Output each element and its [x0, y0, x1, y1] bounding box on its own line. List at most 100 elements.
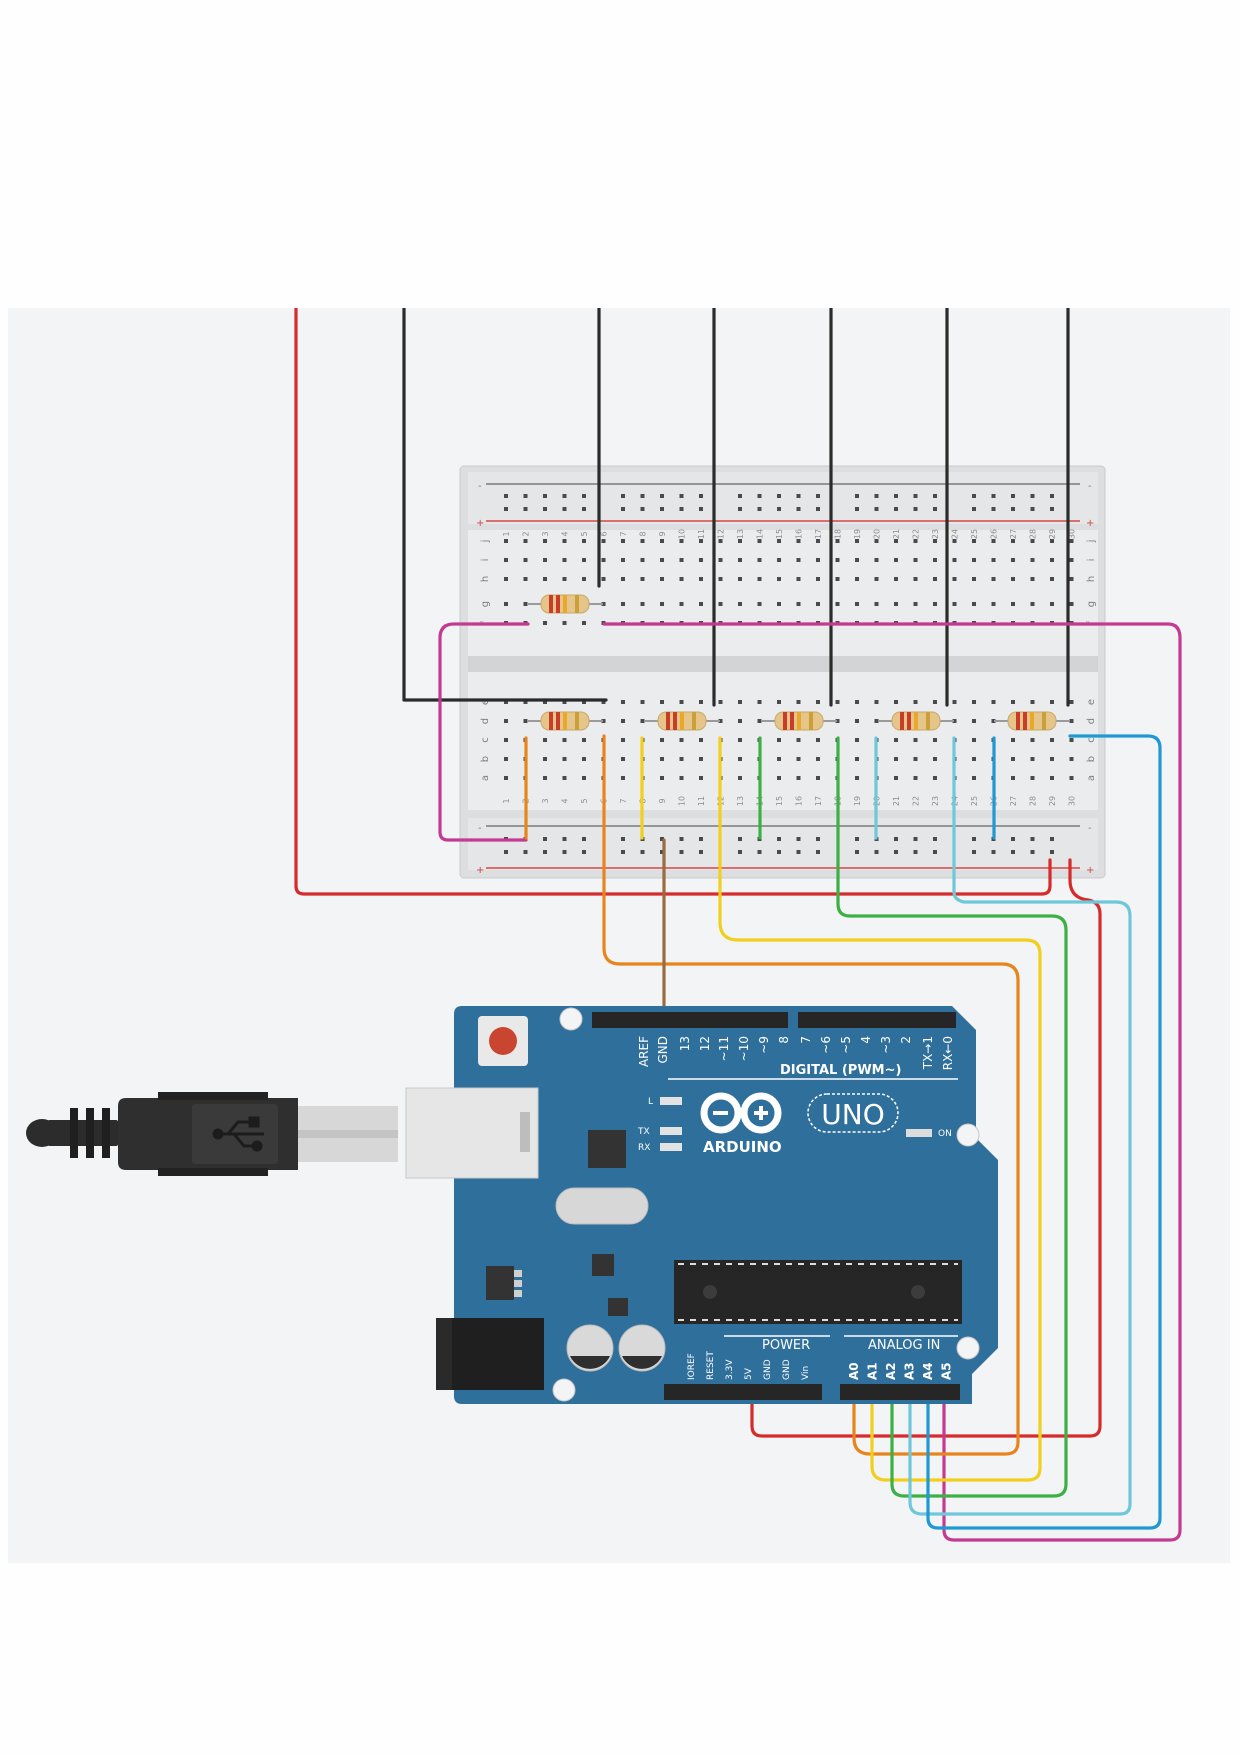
rail-hole[interactable]: [543, 507, 547, 511]
breadboard-hole[interactable]: [952, 602, 957, 606]
breadboard-hole[interactable]: [1069, 719, 1074, 723]
breadboard-hole[interactable]: [699, 738, 703, 742]
rail-hole[interactable]: [1050, 494, 1054, 498]
rail-hole[interactable]: [913, 850, 918, 854]
breadboard-hole[interactable]: [523, 539, 528, 543]
breadboard-hole[interactable]: [855, 558, 859, 562]
breadboard-hole[interactable]: [582, 577, 586, 581]
rail-hole[interactable]: [913, 837, 918, 841]
breadboard-hole[interactable]: [972, 558, 976, 562]
resistor[interactable]: [527, 594, 603, 614]
rail-hole[interactable]: [777, 837, 781, 841]
breadboard-hole[interactable]: [660, 539, 664, 543]
breadboard-hole[interactable]: [835, 700, 840, 704]
breadboard-hole[interactable]: [1069, 539, 1074, 543]
resistor[interactable]: [527, 711, 603, 731]
breadboard-hole[interactable]: [816, 577, 820, 581]
breadboard-hole[interactable]: [523, 558, 528, 562]
breadboard-hole[interactable]: [933, 602, 937, 606]
rail-hole[interactable]: [640, 494, 645, 498]
rail-hole[interactable]: [562, 507, 567, 511]
rail-hole[interactable]: [972, 494, 976, 498]
usb-b-port[interactable]: [405, 1087, 539, 1179]
breadboard-hole[interactable]: [972, 700, 976, 704]
breadboard-hole[interactable]: [699, 757, 703, 761]
breadboard-hole[interactable]: [523, 719, 528, 723]
rail-hole[interactable]: [913, 507, 918, 511]
rail-hole[interactable]: [660, 494, 664, 498]
breadboard-hole[interactable]: [621, 757, 625, 761]
breadboard-hole[interactable]: [621, 738, 625, 742]
breadboard-hole[interactable]: [991, 558, 996, 562]
rail-hole[interactable]: [543, 850, 547, 854]
rail-hole[interactable]: [504, 850, 508, 854]
breadboard-hole[interactable]: [582, 621, 586, 625]
breadboard-hole[interactable]: [640, 558, 645, 562]
breadboard-hole[interactable]: [913, 776, 918, 780]
breadboard-hole[interactable]: [1030, 577, 1035, 581]
breadboard-hole[interactable]: [738, 602, 742, 606]
breadboard-hole[interactable]: [679, 700, 684, 704]
breadboard-hole[interactable]: [991, 719, 996, 723]
breadboard-hole[interactable]: [855, 719, 859, 723]
breadboard-hole[interactable]: [1030, 558, 1035, 562]
rail-hole[interactable]: [738, 850, 742, 854]
rail-hole[interactable]: [621, 837, 625, 841]
breadboard-hole[interactable]: [679, 539, 684, 543]
rail-hole[interactable]: [991, 850, 996, 854]
breadboard-hole[interactable]: [640, 539, 645, 543]
rail-hole[interactable]: [562, 850, 567, 854]
breadboard-hole[interactable]: [699, 558, 703, 562]
rail-hole[interactable]: [699, 850, 703, 854]
breadboard-hole[interactable]: [1011, 577, 1015, 581]
breadboard-hole[interactable]: [1069, 558, 1074, 562]
rail-hole[interactable]: [738, 837, 742, 841]
breadboard-hole[interactable]: [874, 558, 879, 562]
breadboard-hole[interactable]: [1050, 558, 1054, 562]
breadboard-hole[interactable]: [543, 776, 547, 780]
breadboard-hole[interactable]: [660, 577, 664, 581]
rail-hole[interactable]: [777, 850, 781, 854]
breadboard-hole[interactable]: [874, 602, 879, 606]
breadboard-hole[interactable]: [1050, 776, 1054, 780]
rail-hole[interactable]: [523, 850, 528, 854]
digital-header-right[interactable]: [798, 1012, 956, 1028]
rail-hole[interactable]: [562, 837, 567, 841]
wire-lightblue-to-a3[interactable]: [908, 736, 1132, 1516]
breadboard-hole[interactable]: [855, 539, 859, 543]
breadboard-hole[interactable]: [874, 539, 879, 543]
rail-hole[interactable]: [933, 850, 937, 854]
rail-hole[interactable]: [913, 494, 918, 498]
breadboard-hole[interactable]: [582, 776, 586, 780]
power-header[interactable]: [664, 1384, 822, 1400]
breadboard-hole[interactable]: [816, 776, 820, 780]
breadboard-hole[interactable]: [952, 719, 957, 723]
rail-hole[interactable]: [562, 494, 567, 498]
wire-orange-to-a0[interactable]: [602, 734, 1020, 1456]
rail-hole[interactable]: [1050, 837, 1054, 841]
rail-hole[interactable]: [738, 494, 742, 498]
reset-button-cap[interactable]: [489, 1027, 517, 1055]
breadboard-hole[interactable]: [991, 602, 996, 606]
breadboard-hole[interactable]: [835, 558, 840, 562]
rail-hole[interactable]: [816, 850, 820, 854]
breadboard-hole[interactable]: [1011, 776, 1015, 780]
breadboard-hole[interactable]: [1011, 539, 1015, 543]
rail-hole[interactable]: [1011, 837, 1015, 841]
breadboard-hole[interactable]: [855, 757, 859, 761]
breadboard-hole[interactable]: [952, 539, 957, 543]
resistor[interactable]: [761, 711, 837, 731]
breadboard-hole[interactable]: [816, 558, 820, 562]
breadboard-hole[interactable]: [601, 558, 606, 562]
breadboard-hole[interactable]: [718, 577, 723, 581]
breadboard-hole[interactable]: [991, 539, 996, 543]
breadboard-hole[interactable]: [757, 602, 762, 606]
breadboard-hole[interactable]: [796, 577, 801, 581]
breadboard-hole[interactable]: [562, 577, 567, 581]
breadboard-hole[interactable]: [835, 577, 840, 581]
breadboard-hole[interactable]: [894, 700, 898, 704]
breadboard-hole[interactable]: [679, 577, 684, 581]
breadboard-hole[interactable]: [972, 719, 976, 723]
breadboard-hole[interactable]: [582, 700, 586, 704]
